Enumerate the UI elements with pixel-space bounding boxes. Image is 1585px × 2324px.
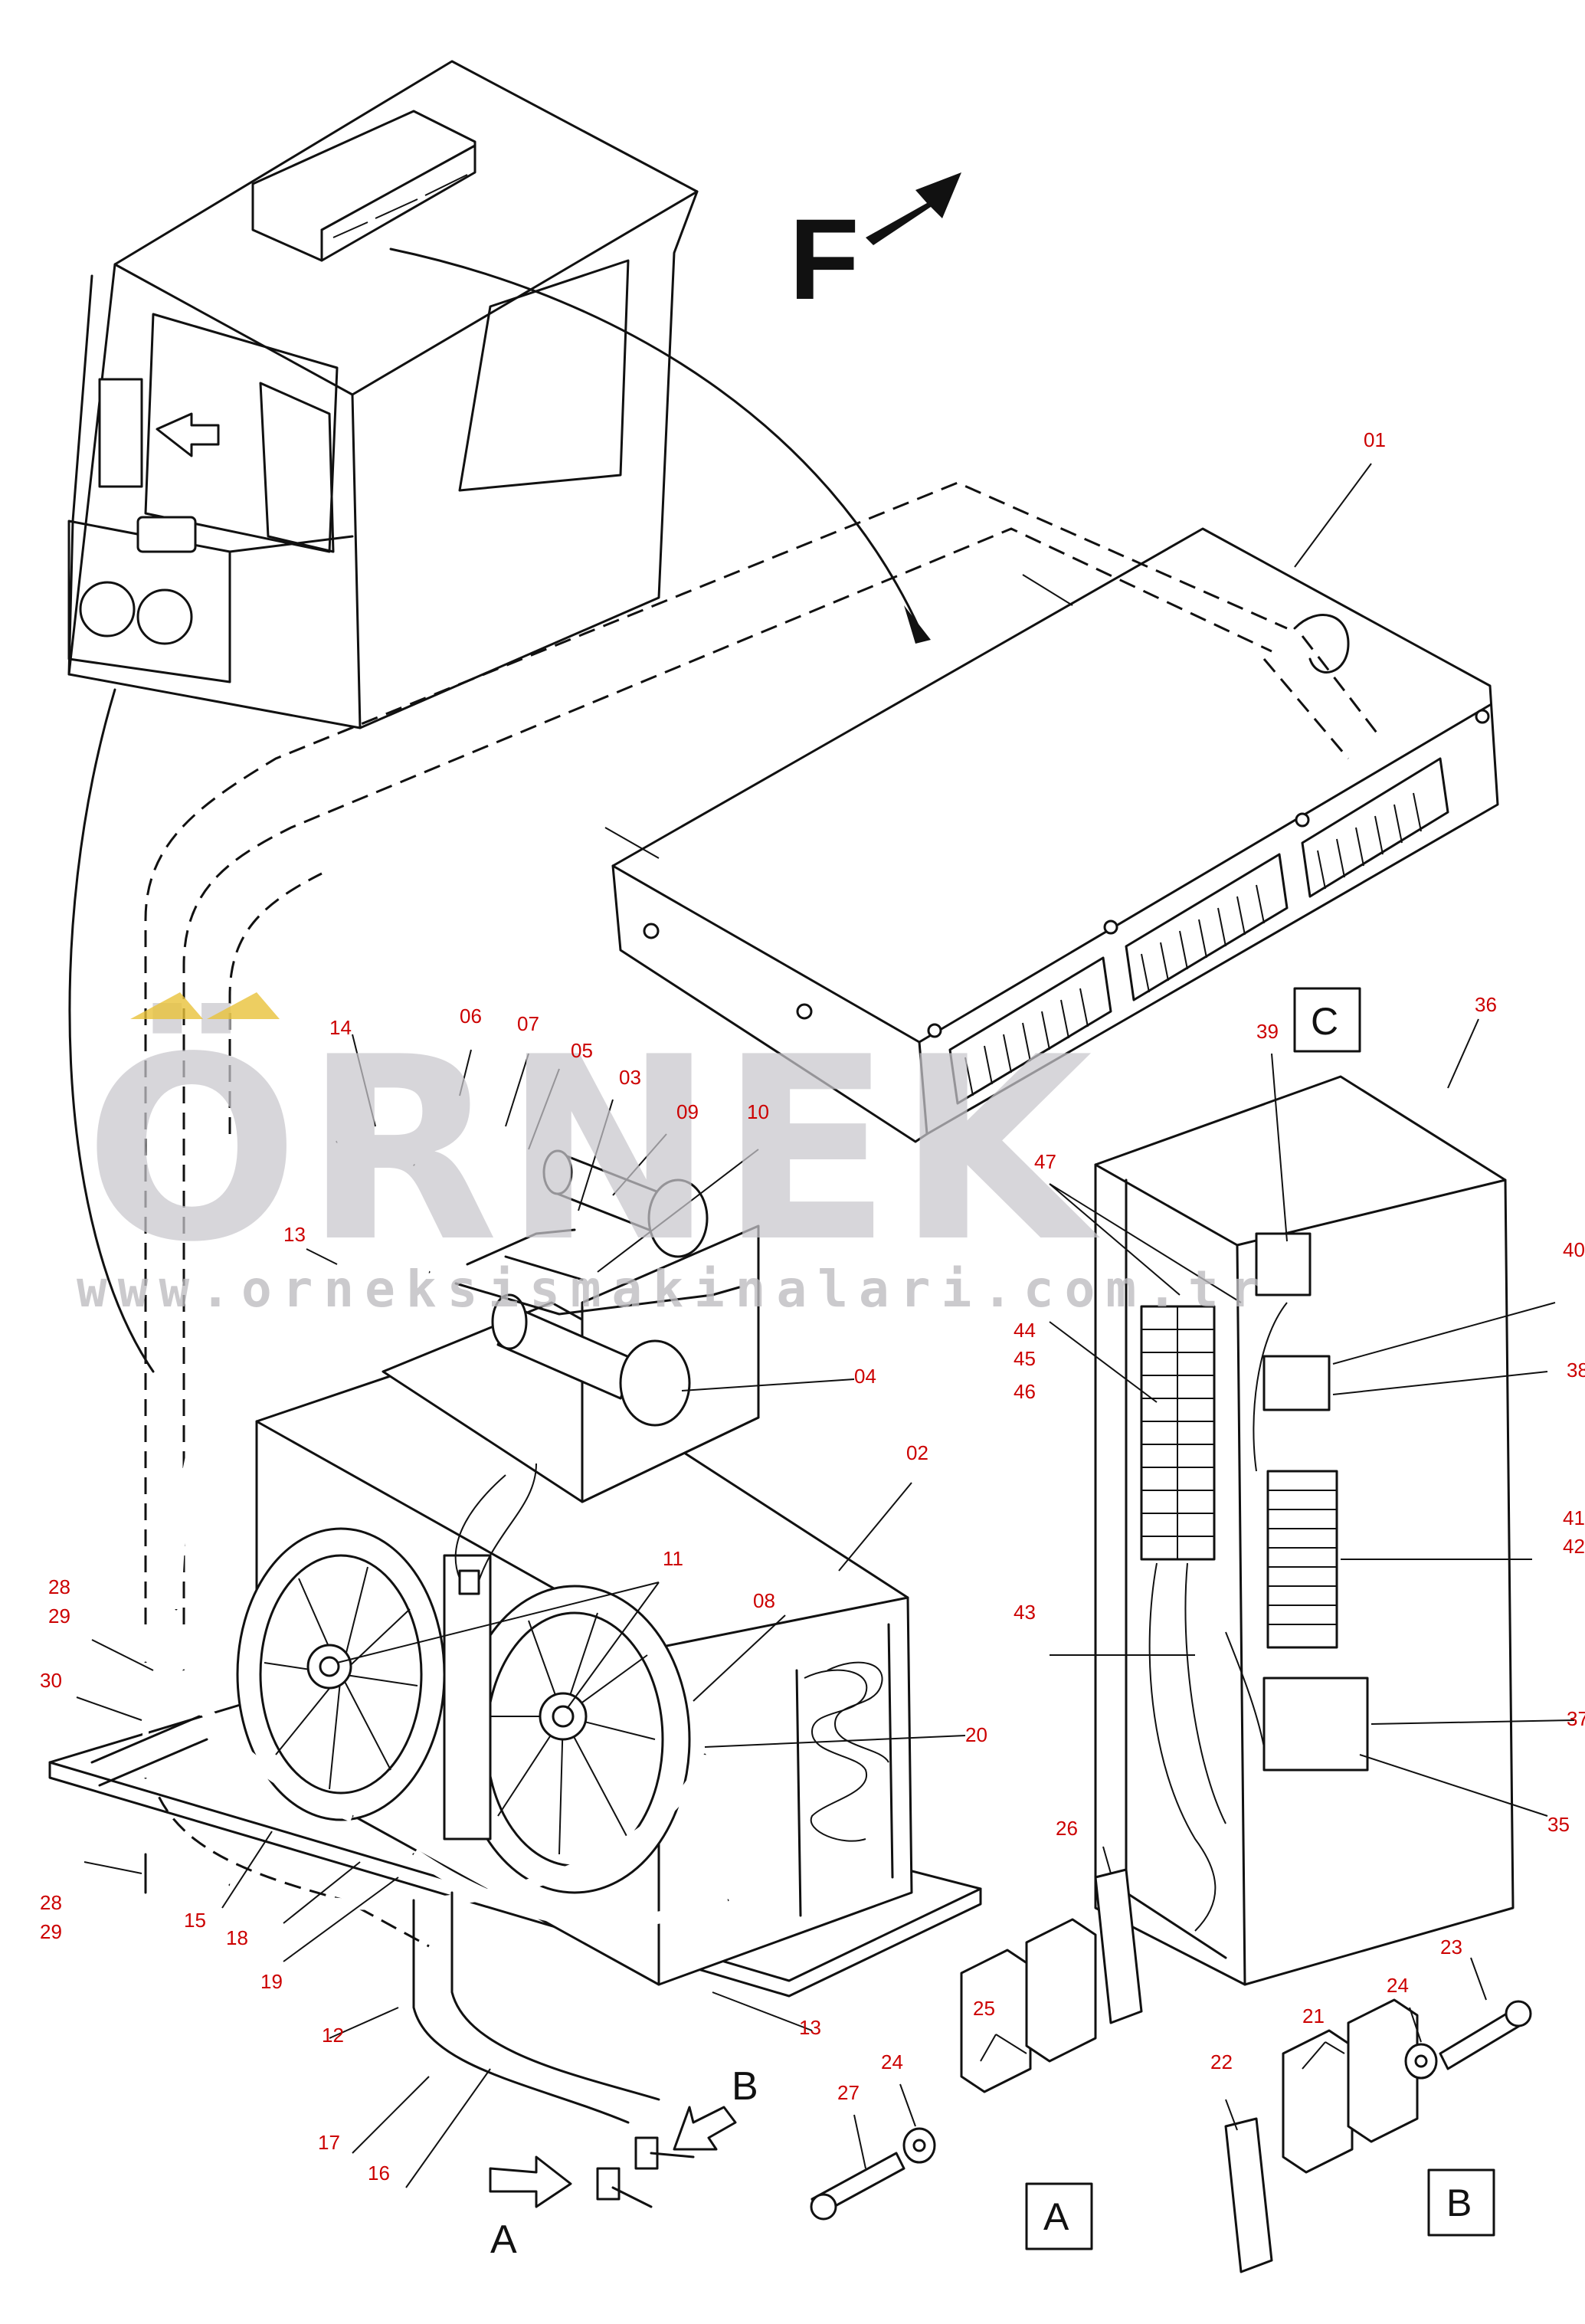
callout-29-top: 29 [48, 1605, 70, 1627]
callout-40: 40 [1563, 1238, 1585, 1261]
callout-24-b: 24 [1387, 1974, 1409, 1997]
callout-02: 02 [906, 1441, 928, 1464]
callout-37: 37 [1567, 1707, 1585, 1730]
callout-26: 26 [1056, 1817, 1078, 1840]
refrigerant-hoses [170, 1120, 730, 2124]
view-a-box-label: A [1043, 2195, 1069, 2238]
view-b-box-label: B [1446, 2181, 1472, 2224]
watermark-url: www.orneksismakinalari.com.tr [77, 1260, 1270, 1319]
callout-41: 41 [1563, 1506, 1585, 1529]
direction-arrow-icon [866, 172, 961, 245]
clamp-hardware-a: A [810, 1868, 1143, 2250]
callout-08: 08 [753, 1589, 775, 1612]
callout-04: 04 [854, 1365, 876, 1388]
view-a-arrow-icon [489, 2155, 572, 2208]
callout-46: 46 [1014, 1380, 1036, 1403]
cab-illustration [67, 60, 699, 729]
callout-45: 45 [1014, 1347, 1036, 1370]
callout-06: 06 [460, 1005, 482, 1028]
callout-36: 36 [1475, 993, 1497, 1016]
callout-23: 23 [1440, 1936, 1462, 1959]
callout-44: 44 [1014, 1319, 1036, 1342]
callout-22: 22 [1210, 2050, 1233, 2073]
washer-24b [1404, 2043, 1438, 2080]
terminal-strip-left [1140, 1305, 1216, 1561]
watermark-accent-icon [130, 992, 280, 1019]
callout-39: 39 [1256, 1020, 1279, 1043]
callout-43: 43 [1014, 1601, 1036, 1624]
mounting-posts [90, 1661, 208, 1894]
hose-clamps-view: A B [489, 2064, 758, 2262]
cab-panel-right-dial [136, 588, 193, 645]
callout-11: 11 [663, 1547, 683, 1570]
cab-panel-left-dial [79, 581, 136, 638]
callout-10: 10 [747, 1100, 769, 1123]
callout-07: 07 [517, 1012, 539, 1035]
callout-12: 12 [322, 2024, 344, 2047]
callout-24-a: 24 [881, 2050, 903, 2073]
cab-arrow-icon [156, 412, 220, 457]
module-37 [1262, 1677, 1369, 1772]
callout-14: 14 [329, 1016, 352, 1039]
callout-18: 18 [226, 1926, 248, 1949]
view-c-label: C [1311, 1000, 1338, 1043]
callout-01: 01 [1364, 428, 1386, 451]
callout-labels: 01 02 03 04 05 06 07 08 09 10 11 12 13 1… [40, 428, 1585, 2185]
callout-17: 17 [318, 2131, 340, 2154]
callout-09: 09 [676, 1100, 699, 1123]
callout-30: 30 [40, 1669, 62, 1692]
view-a-marker: A [490, 2217, 517, 2262]
evaporator-vents [948, 757, 1449, 1105]
clamp-a [596, 2167, 621, 2201]
cab-side-panel [98, 378, 143, 488]
curve-arrow-top [389, 247, 921, 630]
view-b-arrow-icon [673, 2106, 737, 2151]
view-c-marker [1293, 987, 1361, 1053]
callout-47: 47 [1034, 1150, 1056, 1173]
callout-29-bottom: 29 [40, 1920, 62, 1943]
relay-39 [1255, 1232, 1312, 1296]
direction-marker: F [789, 172, 961, 323]
watermark: ÖRNEK www.orneksismakinalari.com.tr [77, 992, 1270, 1319]
curve-arrow-left [68, 688, 155, 1373]
roof-unit [251, 110, 476, 262]
callout-27: 27 [837, 2081, 860, 2104]
callout-35: 35 [1547, 1813, 1570, 1836]
callout-15: 15 [184, 1909, 206, 1932]
view-b-box [1427, 2168, 1495, 2237]
relay-38-40 [1262, 1355, 1331, 1411]
callout-42: 42 [1563, 1535, 1585, 1558]
callout-20: 20 [965, 1723, 987, 1746]
callout-16: 16 [368, 2162, 390, 2185]
fan-bracket [443, 1554, 492, 1841]
view-a-box [1025, 2182, 1093, 2250]
clamp-plate-22 [1224, 2117, 1273, 2273]
callout-05: 05 [571, 1039, 593, 1062]
receiver-drier [491, 1293, 691, 1427]
clamp-hardware-b: B [1224, 1998, 1532, 2273]
callout-21: 21 [1302, 2004, 1325, 2027]
watermark-brand: ÖRNEK [84, 1001, 1102, 1297]
control-box: C [1094, 987, 1515, 1986]
callout-13-top: 13 [283, 1223, 306, 1246]
clamp-plate-26 [1094, 1868, 1143, 2024]
direction-letter: F [789, 195, 860, 323]
callout-03: 03 [619, 1066, 641, 1089]
condenser-assembly [48, 1149, 982, 1998]
condenser-fan-right [458, 1585, 691, 1894]
callout-13-bottom: 13 [799, 2016, 821, 2039]
view-b-marker: B [732, 2064, 758, 2109]
callout-28-top: 28 [48, 1575, 70, 1598]
leader-lines [76, 463, 1575, 2188]
evaporator-unit [604, 527, 1499, 1143]
callout-19: 19 [260, 1970, 283, 1993]
callout-25: 25 [973, 1997, 995, 2020]
condenser-coil [795, 1623, 894, 1917]
relay-block [1266, 1470, 1338, 1649]
cab-switch [136, 516, 197, 553]
callout-28-bottom: 28 [40, 1891, 62, 1914]
callout-38: 38 [1567, 1359, 1585, 1382]
washer-24a [902, 2127, 936, 2164]
